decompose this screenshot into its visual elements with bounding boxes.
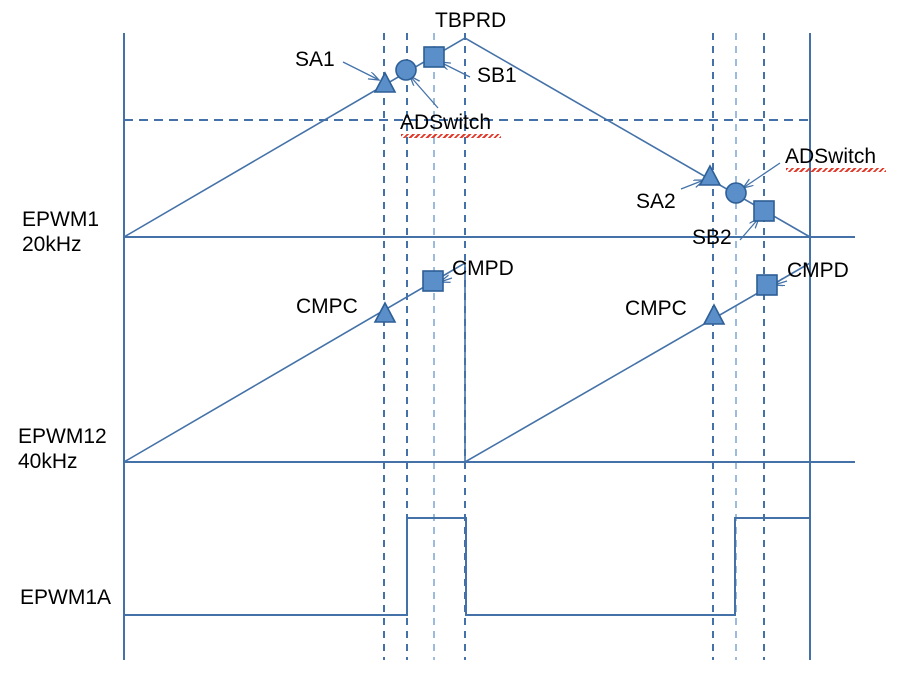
row-label-epwm1-line2: 20kHz xyxy=(22,233,82,256)
sa2-marker-triangle xyxy=(698,164,722,186)
sa1-marker-triangle xyxy=(373,71,397,93)
row-label-epwm1-line1: EPWM1 xyxy=(22,208,100,231)
row-label-epwm12-line2: 40kHz xyxy=(18,450,78,473)
annotation-label-cmpc-2: CMPC xyxy=(625,297,687,320)
leader-adswitch2 xyxy=(743,162,781,188)
epwm1a-output-waveform xyxy=(124,517,810,616)
axis-lines xyxy=(123,33,811,660)
adswitch1-marker-circle xyxy=(395,59,417,81)
waveform-markers xyxy=(373,46,778,325)
epwm1-carrier-waveform xyxy=(123,37,811,238)
leader-adswitch1 xyxy=(410,76,439,109)
annotation-label-sb2: SB2 xyxy=(692,226,732,249)
epwm12-carrier-waveform xyxy=(123,261,811,464)
leader-sa1 xyxy=(342,61,379,80)
annotation-label-cmpd-1: CMPD xyxy=(452,257,514,280)
sb1-marker-square xyxy=(423,46,445,68)
sb2-marker-square xyxy=(753,200,775,222)
cmpd2-marker-square xyxy=(756,274,778,296)
annotation-label-cmpd-2: CMPD xyxy=(787,259,849,282)
spellcheck-underline-adswitch-2 xyxy=(786,168,886,172)
annotation-label-adswitch-2: ADSwitch xyxy=(785,145,877,168)
cmpd1-marker-square xyxy=(422,270,444,292)
cmpc2-marker-triangle xyxy=(702,303,726,325)
annotation-label-tbprd: TBPRD xyxy=(435,9,507,32)
leader-sb1 xyxy=(440,62,471,78)
annotation-label-sa2: SA2 xyxy=(636,190,676,213)
leader-sa2 xyxy=(680,180,704,190)
annotation-label-sa1: SA1 xyxy=(295,48,335,71)
annotation-label-adswitch-1: ADSwitch xyxy=(400,111,492,134)
annotation-label-sb1: SB1 xyxy=(477,64,517,87)
spellcheck-underline-adswitch-1 xyxy=(401,134,501,138)
annotation-label-cmpc-1: CMPC xyxy=(296,295,358,318)
adswitch2-marker-circle xyxy=(725,182,747,204)
row-label-epwm12-line1: EPWM12 xyxy=(18,425,107,448)
cmpc1-marker-triangle xyxy=(373,301,397,323)
row-label-epwm1a: EPWM1A xyxy=(20,586,112,609)
